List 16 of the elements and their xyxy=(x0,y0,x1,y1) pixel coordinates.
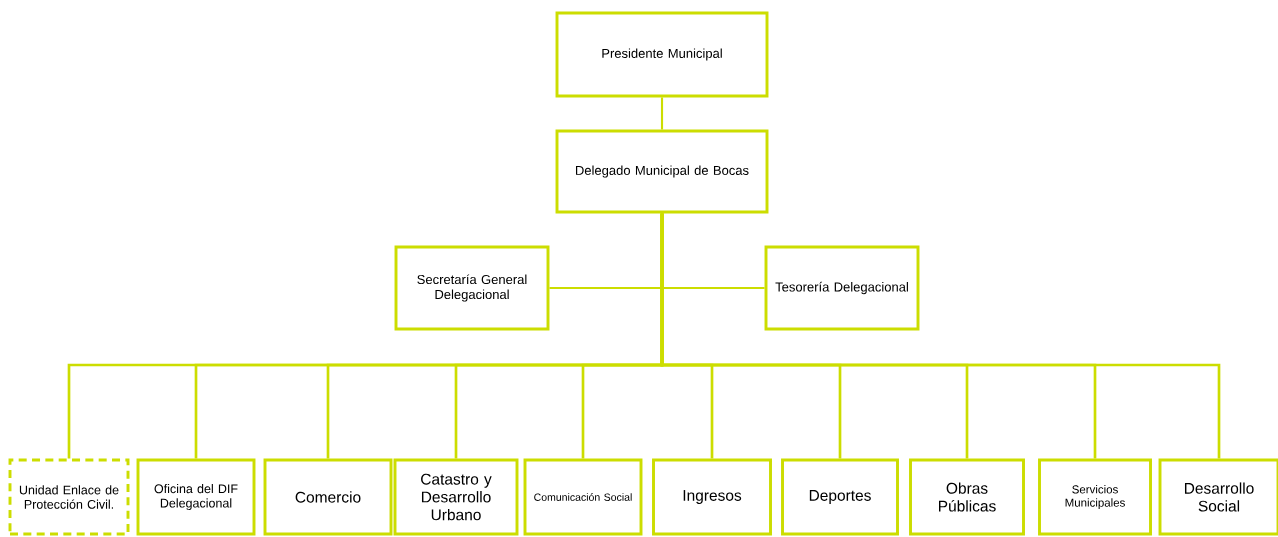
connector-line xyxy=(660,213,1221,459)
org-box: Delegado Municipal de Bocas xyxy=(555,129,769,214)
org-box: Secretaría General Delegacional xyxy=(394,245,550,331)
org-box: Tesorería Delegacional xyxy=(764,245,920,331)
org-box: Deportes xyxy=(781,458,899,536)
dashed-box: Unidad Enlace de Protección Civil. xyxy=(8,458,130,536)
org-box: Presidente Municipal xyxy=(555,11,769,98)
org-box: Desarrollo Social xyxy=(1158,458,1278,536)
org-box: Oficina del DIF Delegacional xyxy=(136,458,256,536)
org-box: Ingresos xyxy=(652,458,772,536)
org-box: Catastro y Desarrollo Urbano xyxy=(393,458,519,536)
connector-line xyxy=(660,97,664,130)
org-box: Servicios Municipales xyxy=(1038,458,1152,536)
org-box: Obras Públicas xyxy=(909,458,1025,536)
org-box: Comercio xyxy=(263,458,393,536)
org-box: Comunicación Social xyxy=(523,458,643,536)
